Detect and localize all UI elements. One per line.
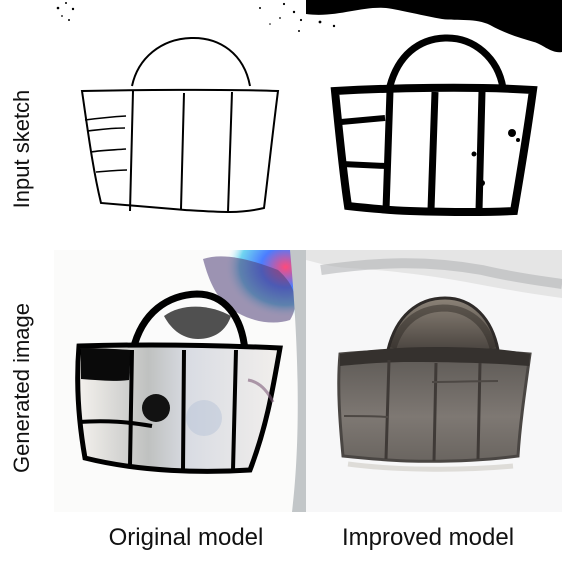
row-label-input-sketch: Input sketch bbox=[9, 89, 34, 209]
column-label-improved-model: Improved model bbox=[341, 524, 515, 551]
row-label-generated-image: Generated image bbox=[9, 303, 34, 473]
input-sketch-improved-panel bbox=[306, 0, 562, 246]
generated-improved-panel bbox=[306, 250, 562, 512]
generated-original-panel bbox=[54, 250, 306, 512]
column-label-original-model: Original model bbox=[108, 524, 264, 551]
input-sketch-original-panel bbox=[54, 0, 306, 246]
generated-improved-bag-image bbox=[306, 250, 562, 512]
generated-original-bag-image bbox=[54, 250, 306, 512]
thin-basket-sketch bbox=[54, 0, 306, 246]
bold-basket-sketch bbox=[306, 0, 562, 246]
